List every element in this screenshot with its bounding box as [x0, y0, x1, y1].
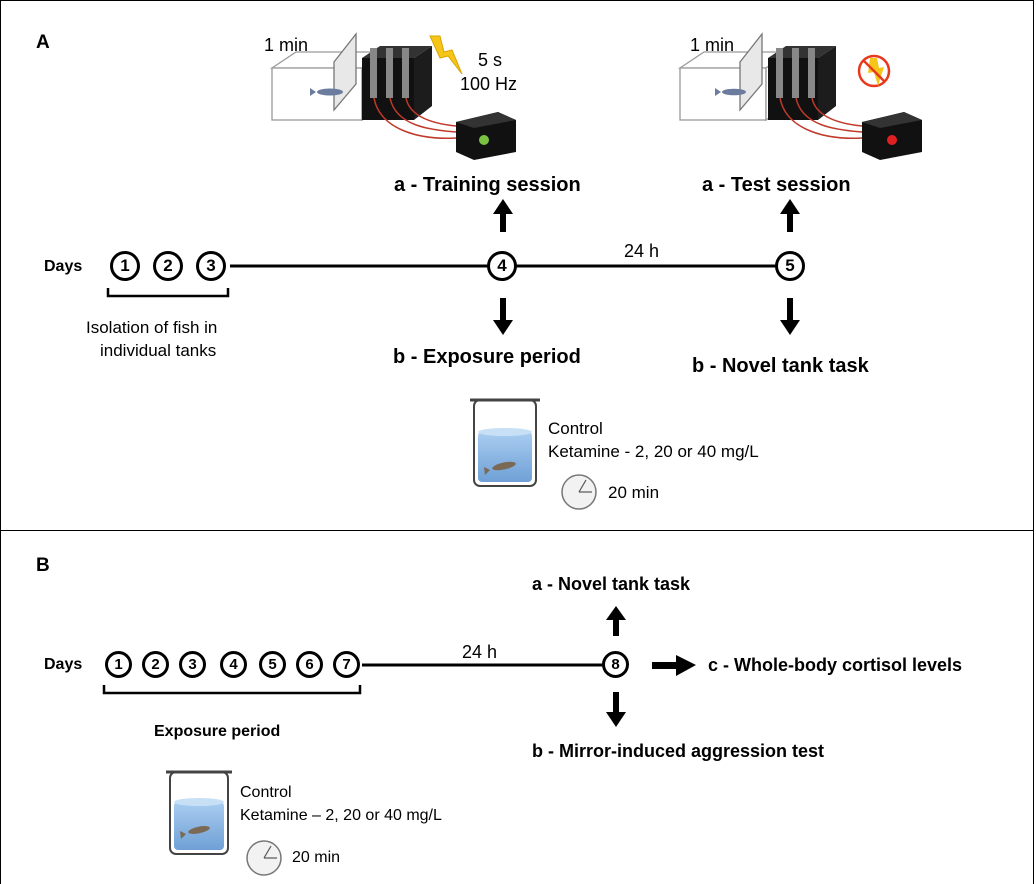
- day-circle-1: 1: [110, 251, 140, 281]
- shock-duration: 5 s: [478, 50, 503, 70]
- treatment-control-b: Control: [240, 784, 292, 801]
- led-green-icon: [479, 135, 489, 145]
- day-circle-7: 7: [333, 651, 360, 678]
- day-circle-4: 4: [220, 651, 247, 678]
- day-circle-3: 3: [179, 651, 206, 678]
- isolation-text-2: individual tanks: [100, 341, 217, 360]
- fish-icon: [310, 88, 343, 96]
- clock-icon: [561, 474, 597, 510]
- arrow-up-icon: [606, 606, 626, 636]
- test-duration: 1 min: [690, 35, 735, 55]
- treatment-control-a: Control: [548, 419, 603, 438]
- treatment-ketamine-a: Ketamine - 2, 20 or 40 mg/L: [548, 442, 759, 461]
- arrow-down-icon: [606, 692, 626, 727]
- fish-icon: [484, 461, 516, 475]
- beaker-icon: [470, 398, 540, 487]
- isolation-bracket: [106, 288, 230, 298]
- day-circle-2: 2: [153, 251, 183, 281]
- lightning-icon: [429, 35, 463, 75]
- day-circle-1: 1: [105, 651, 132, 678]
- days-label-b: Days: [44, 656, 83, 673]
- day-circle-5: 5: [259, 651, 286, 678]
- beaker-icon: [166, 770, 232, 855]
- training-duration: 1 min: [264, 35, 309, 55]
- day-circle-4: 4: [487, 251, 517, 281]
- mirror-test-title: b - Mirror-induced aggression test: [532, 741, 825, 761]
- panel-b-label: B: [36, 555, 50, 576]
- interval-label-b: 24 h: [462, 642, 498, 662]
- fish-icon: [180, 826, 210, 839]
- arrow-down-icon: [780, 298, 800, 335]
- arrow-up-icon: [493, 199, 513, 232]
- day-circle-8: 8: [602, 651, 629, 678]
- arrow-up-icon: [780, 199, 800, 232]
- days-label-a: Days: [44, 258, 83, 275]
- training-apparatus: [269, 32, 516, 160]
- training-session-title: a - Training session: [394, 174, 581, 196]
- novel-tank-task-b: a - Novel tank task: [532, 574, 691, 594]
- day-circle-5: 5: [775, 251, 805, 281]
- panel-a-label: A: [36, 32, 50, 53]
- exposure-period-title: b - Exposure period: [393, 346, 581, 368]
- isolation-text-1: Isolation of fish in: [86, 318, 218, 337]
- led-red-icon: [887, 135, 897, 145]
- cortisol-title: c - Whole-body cortisol levels: [708, 655, 963, 675]
- treatment-time-b: 20 min: [292, 849, 341, 866]
- day-circle-6: 6: [296, 651, 323, 678]
- arrow-down-icon: [493, 298, 513, 335]
- test-apparatus: [677, 32, 922, 160]
- arrow-right-icon: [652, 655, 696, 676]
- treatment-time-a: 20 min: [608, 483, 660, 502]
- clock-icon: [246, 840, 282, 876]
- treatment-ketamine-b: Ketamine – 2, 20 or 40 mg/L: [240, 807, 442, 824]
- day-circle-2: 2: [142, 651, 169, 678]
- day-circle-3: 3: [196, 251, 226, 281]
- fish-icon: [715, 88, 746, 96]
- interval-label-a: 24 h: [624, 241, 660, 261]
- test-session-title: a - Test session: [702, 174, 851, 196]
- no-shock-icon: [857, 54, 891, 88]
- exposure-bracket: [102, 685, 362, 695]
- novel-tank-title-a: b - Novel tank task: [692, 355, 869, 377]
- exposure-period-label-b: Exposure period: [154, 723, 281, 740]
- panel-b: [0, 530, 1034, 884]
- shock-frequency: 100 Hz: [460, 74, 518, 94]
